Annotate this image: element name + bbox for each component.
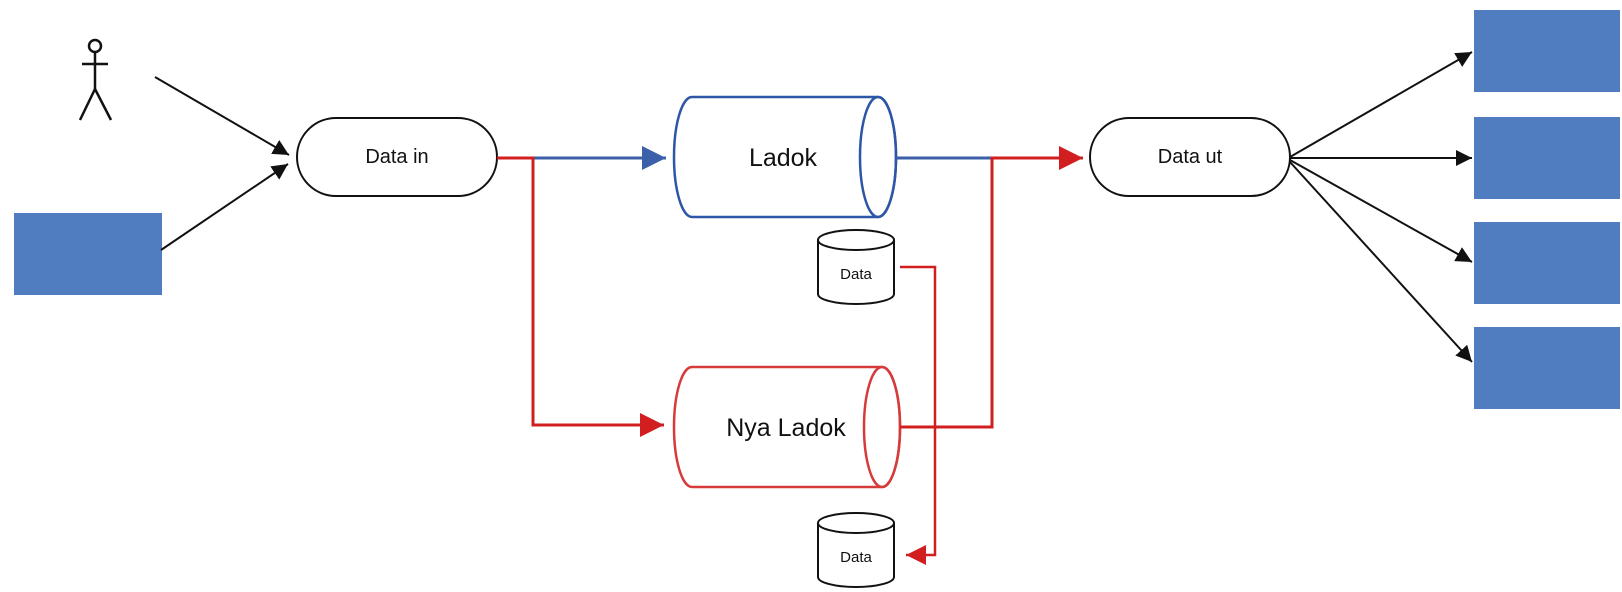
data-store-top-cylinder: Data <box>817 229 895 305</box>
nya-ladok-to-data-ut-arrow <box>900 146 1083 429</box>
data-in-node: Data in <box>296 117 498 197</box>
ladok-node: Ladok <box>672 95 898 219</box>
target-system-box-4 <box>1474 327 1620 409</box>
target-system-box-3 <box>1474 222 1620 304</box>
to-data-store-bottom-arrow <box>906 427 937 565</box>
data-ut-to-target-4-arrow <box>1289 161 1473 363</box>
target-system-box-1 <box>1474 10 1620 92</box>
source-to-data-in-arrow <box>160 163 289 251</box>
data-store-bottom-label: Data <box>840 549 872 566</box>
data-ut-label: Data ut <box>1158 146 1223 168</box>
source-system-box <box>14 213 162 295</box>
data-store-bottom-cylinder: Data <box>817 512 895 588</box>
nya-ladok-node: Nya Ladok <box>672 365 902 489</box>
data-ut-to-target-3-arrow <box>1289 159 1473 263</box>
nya-ladok-label: Nya Ladok <box>726 414 846 442</box>
data-in-label: Data in <box>365 146 428 168</box>
data-store-top-label: Data <box>840 266 872 283</box>
data-in-to-nya-ladok-arrow <box>497 156 664 437</box>
actor-icon <box>78 38 113 121</box>
data-store-top-link <box>900 265 937 427</box>
target-system-box-2 <box>1474 117 1620 199</box>
data-ut-to-target-1-arrow <box>1289 51 1473 158</box>
actor-to-data-in-arrow <box>154 76 290 156</box>
ladok-label: Ladok <box>749 144 818 172</box>
data-ut-node: Data ut <box>1089 117 1291 197</box>
